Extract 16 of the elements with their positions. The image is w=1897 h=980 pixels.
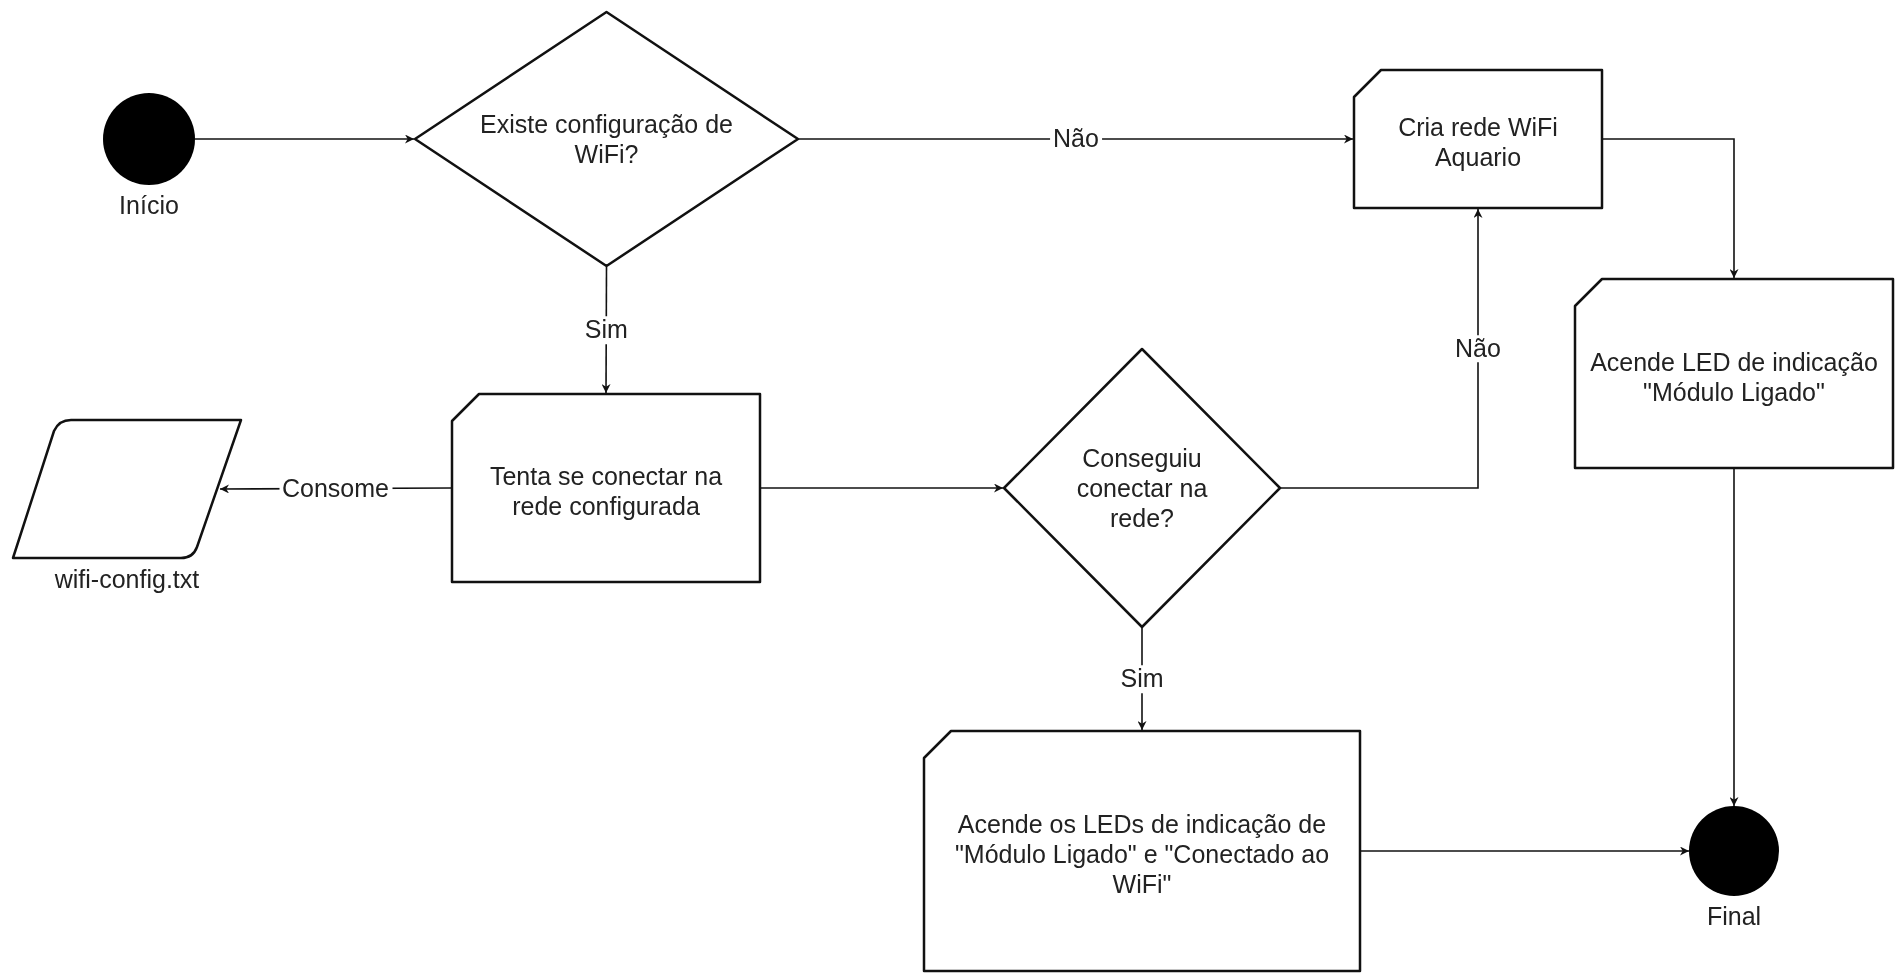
node-label: Acende os LEDs de indicação de "Módulo Ligado" e "Conectado ao WiFi": [953, 809, 1331, 899]
node-caption: Início: [119, 191, 179, 220]
arrow: [760, 483, 1004, 493]
arrow: [798, 134, 1354, 144]
node-caption: Final: [1706, 902, 1762, 931]
node-label: Cria rede WiFi Aquario: [1397, 112, 1559, 172]
node-label: Acende LED de indicação "Módulo Ligado": [1589, 346, 1879, 407]
node-label: Tenta se conectar na rede configurada: [488, 461, 724, 521]
arrow: [1360, 846, 1690, 856]
arrow: [1729, 468, 1739, 807]
node-label: Conseguiu conectar na rede?: [1075, 443, 1209, 533]
arrow: [194, 134, 415, 144]
node-label: Existe configuração de WiFi?: [479, 109, 734, 169]
arrow: [1602, 138, 1739, 279]
node-caption: wifi-config.txt: [54, 565, 200, 594]
arrow: [1280, 208, 1483, 489]
